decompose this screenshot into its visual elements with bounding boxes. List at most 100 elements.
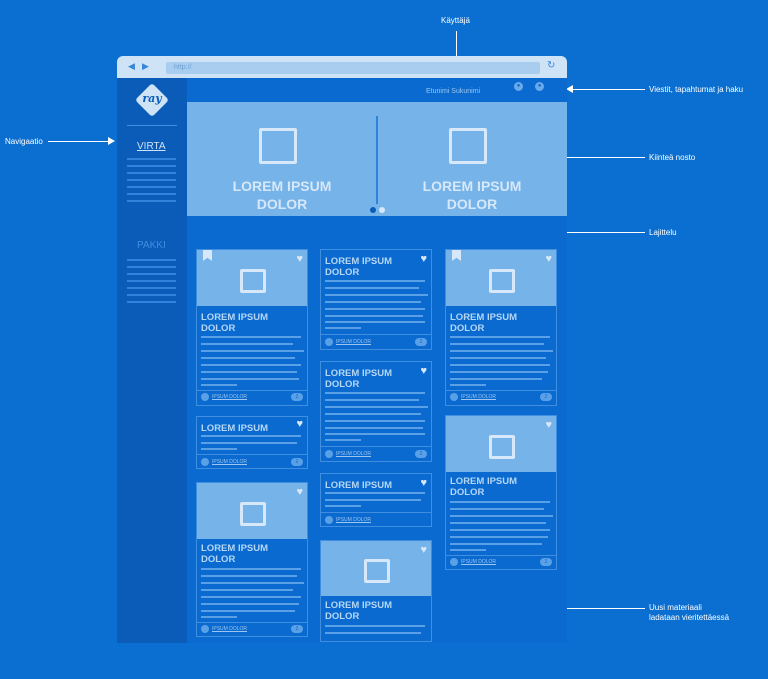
heart-icon[interactable]: ♥ — [296, 253, 303, 265]
text-line — [450, 549, 486, 551]
text-line — [325, 308, 425, 310]
card-author[interactable]: IPSUM DOLOR — [336, 451, 372, 457]
text-line — [325, 632, 421, 634]
text-line — [325, 427, 423, 429]
sidebar-item-virta[interactable]: VIRTA — [137, 141, 166, 152]
card-author[interactable]: IPSUM DOLOR — [461, 394, 497, 400]
content-card[interactable]: ♥ LOREM IPSUM IPSUM DOLOR — [320, 473, 432, 527]
sidebar-subitem[interactable] — [127, 193, 176, 195]
text-line — [201, 364, 301, 366]
card-divider — [197, 454, 307, 455]
text-line — [201, 336, 301, 338]
image-placeholder-icon — [489, 269, 515, 293]
card-title-line: DOLOR — [325, 267, 360, 278]
text-line — [201, 596, 301, 598]
bookmark-icon[interactable] — [452, 250, 461, 261]
annotation-new-material-line2: ladataan vieritettäessä — [649, 613, 730, 622]
text-line — [201, 582, 304, 584]
sidebar-subitem[interactable] — [127, 273, 176, 275]
card-author[interactable]: IPSUM DOLOR — [212, 626, 248, 632]
hero-slide-title[interactable]: LOREM IPSUM DOLOR — [382, 177, 562, 213]
text-line — [325, 280, 425, 282]
comment-count-badge[interactable]: 2 — [291, 393, 303, 401]
card-author[interactable]: IPSUM DOLOR — [336, 339, 372, 345]
content-card[interactable]: ♥ LOREM IPSUM IPSUM DOLOR 2 — [196, 416, 308, 469]
arrow-left-icon[interactable]: ◀ — [128, 61, 135, 71]
text-line — [325, 439, 361, 441]
heart-icon[interactable]: ♥ — [420, 253, 427, 265]
comment-count-badge[interactable]: 2 — [415, 338, 427, 346]
text-line — [450, 343, 544, 345]
carousel-dot-active[interactable] — [370, 207, 376, 213]
avatar[interactable] — [325, 338, 333, 346]
sidebar-subitem[interactable] — [127, 301, 176, 303]
comment-count-badge[interactable]: 2 — [540, 393, 552, 401]
heart-icon[interactable]: ♥ — [296, 418, 303, 430]
heart-icon[interactable]: ♥ — [420, 477, 427, 489]
sidebar-subitem[interactable] — [127, 172, 176, 174]
sidebar-subitem[interactable] — [127, 280, 176, 282]
annotation-new-material: Uusi materiaali ladataan vieritettäessä — [649, 603, 729, 623]
sidebar-subitem[interactable] — [127, 294, 176, 296]
sidebar-item-pakki[interactable]: PAKKI — [137, 240, 166, 251]
text-line — [201, 616, 237, 618]
heart-icon[interactable]: ♥ — [420, 544, 427, 556]
avatar[interactable] — [325, 450, 333, 458]
sidebar-subitem[interactable] — [127, 287, 176, 289]
card-author[interactable]: IPSUM DOLOR — [212, 394, 248, 400]
comment-count-badge[interactable]: 2 — [415, 450, 427, 458]
comment-count-badge[interactable]: 2 — [291, 625, 303, 633]
card-image — [446, 416, 556, 472]
card-author[interactable]: IPSUM DOLOR — [461, 559, 497, 565]
text-line — [325, 406, 428, 408]
sidebar-subitem[interactable] — [127, 259, 176, 261]
heart-icon[interactable]: ♥ — [545, 253, 552, 265]
comment-count-badge[interactable]: 2 — [291, 458, 303, 466]
search-icon[interactable]: ● — [535, 82, 544, 91]
annotation-new-material-line1: Uusi materiaali — [649, 603, 702, 612]
avatar[interactable] — [201, 458, 209, 466]
text-line — [450, 522, 546, 524]
card-title-line: LOREM IPSUM — [325, 368, 393, 379]
avatar[interactable] — [450, 558, 458, 566]
annotation-featured-arrow — [550, 157, 645, 158]
sidebar-subitem[interactable] — [127, 165, 176, 167]
bookmark-icon[interactable] — [203, 250, 212, 261]
avatar[interactable] — [201, 625, 209, 633]
hero-slide-title[interactable]: LOREM IPSUM DOLOR — [192, 177, 372, 213]
notifications-icon[interactable]: ● — [514, 82, 523, 91]
text-line — [450, 515, 553, 517]
avatar[interactable] — [201, 393, 209, 401]
carousel-dot[interactable] — [379, 207, 385, 213]
sidebar-subitem[interactable] — [127, 200, 176, 202]
text-line — [450, 336, 550, 338]
text-line — [450, 350, 553, 352]
heart-icon[interactable]: ♥ — [420, 365, 427, 377]
card-author[interactable]: IPSUM DOLOR — [336, 517, 372, 523]
arrow-right-icon[interactable]: ▶ — [142, 61, 149, 71]
sidebar-subitem[interactable] — [127, 179, 176, 181]
avatar[interactable] — [450, 393, 458, 401]
avatar[interactable] — [325, 516, 333, 524]
url-field[interactable]: http:// — [166, 62, 540, 74]
sidebar-subitem[interactable] — [127, 158, 176, 160]
card-divider — [446, 390, 556, 391]
comment-count-badge[interactable]: 2 — [540, 558, 552, 566]
heart-icon[interactable]: ♥ — [296, 486, 303, 498]
card-title-line: LOREM IPSUM — [325, 256, 393, 267]
card-author[interactable]: IPSUM DOLOR — [212, 459, 248, 465]
card-title-line: DOLOR — [325, 379, 360, 390]
refresh-icon[interactable]: ↻ — [547, 60, 556, 71]
user-name[interactable]: Etunimi Sukunimi — [426, 88, 481, 95]
image-placeholder-icon — [364, 559, 390, 583]
sidebar-subitem[interactable] — [127, 266, 176, 268]
heart-icon[interactable]: ♥ — [545, 419, 552, 431]
sidebar-subitem[interactable] — [127, 186, 176, 188]
